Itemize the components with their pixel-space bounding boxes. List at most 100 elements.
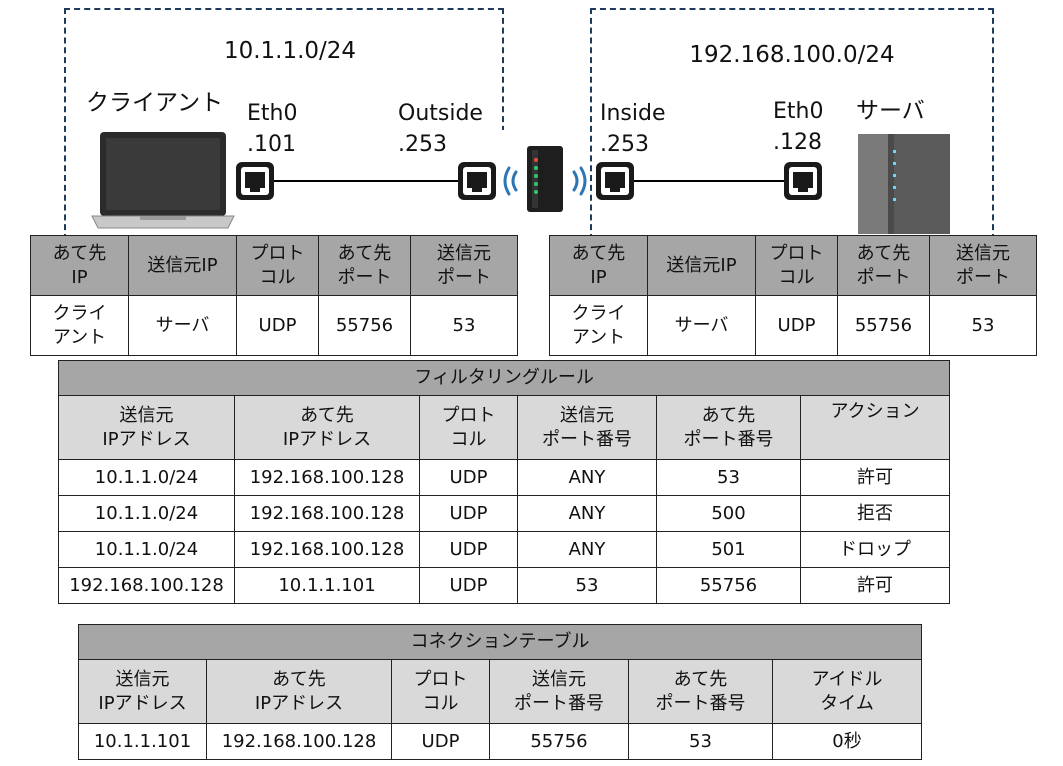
header-cell: 送信元 ポート: [410, 235, 518, 296]
table-cell: 192.168.100.128: [234, 531, 420, 568]
table-cell: 拒否: [799, 495, 951, 532]
table-cell: 10.1.1.0/24: [58, 495, 235, 532]
data-cell: UDP: [236, 295, 319, 356]
table-cell: 192.168.100.128: [58, 567, 235, 604]
data-cell: サーバ: [647, 295, 756, 356]
table-cell: 192.168.100.128: [206, 723, 392, 760]
left-network-zone: [64, 8, 504, 240]
data-cell: UDP: [755, 295, 838, 356]
data-cell: 55756: [837, 295, 930, 356]
table-cell: 500: [656, 495, 801, 532]
table-cell: UDP: [419, 495, 518, 532]
connection-table-header-row: 送信元 IPアドレス あて先 IPアドレス プロト コル 送信元 ポート番号 あ…: [78, 659, 923, 724]
table-cell: 10.1.1.0/24: [58, 459, 235, 496]
header-cell: プロト コル: [419, 395, 518, 460]
packet-data-row: クライ アント サーバ UDP 55756 53: [549, 295, 1037, 356]
filter-rules-title: フィルタリングルール: [57, 360, 951, 396]
table-row: 10.1.1.0/24 192.168.100.128 UDP ANY 53 許…: [58, 459, 951, 496]
packet-header-row: あて先 IP 送信元IP プロト コル あて先 ポート 送信元 ポート: [549, 235, 1037, 296]
table-row: 192.168.100.128 10.1.1.101 UDP 53 55756 …: [58, 567, 951, 604]
table-cell: UDP: [419, 567, 518, 604]
table-cell: 501: [656, 531, 801, 568]
header-cell: あて先 ポート番号: [628, 659, 773, 724]
header-cell: アクション: [799, 395, 951, 460]
server-port-label: Eth0 .128: [773, 99, 824, 155]
filter-rules-table: フィルタリングルール 送信元 IPアドレス あて先 IPアドレス プロト コル …: [57, 360, 951, 604]
header-cell: あて先 IPアドレス: [206, 659, 392, 724]
packet-table-right: あて先 IP 送信元IP プロト コル あて先 ポート 送信元 ポート クライ …: [549, 235, 1037, 356]
table-cell: UDP: [419, 459, 518, 496]
table-row: 10.1.1.101 192.168.100.128 UDP 55756 53 …: [78, 723, 923, 760]
header-cell: 送信元IP: [128, 235, 237, 296]
table-cell: UDP: [419, 531, 518, 568]
header-cell: あて先 IP: [549, 235, 648, 296]
network-diagram: [91, 132, 950, 234]
table-cell: 許可: [799, 567, 951, 604]
header-cell: あて先 ポート: [837, 235, 930, 296]
header-cell: 送信元IP: [647, 235, 756, 296]
filter-rules-title-row: フィルタリングルール: [57, 360, 951, 396]
laptop-icon: [91, 132, 235, 229]
ethernet-port-icon: [784, 162, 822, 200]
right-network-zone: [590, 8, 994, 240]
header-cell: あて先 ポート: [318, 235, 411, 296]
packet-header-row: あて先 IP 送信元IP プロト コル あて先 ポート 送信元 ポート: [30, 235, 518, 296]
table-cell: ANY: [517, 531, 657, 568]
left-subnet-label: 10.1.1.0/24: [223, 38, 357, 64]
packet-data-row: クライ アント サーバ UDP 55756 53: [30, 295, 518, 356]
table-cell: ANY: [517, 495, 657, 532]
packet-table-left: あて先 IP 送信元IP プロト コル あて先 ポート 送信元 ポート クライ …: [30, 235, 518, 356]
table-row: 10.1.1.0/24 192.168.100.128 UDP ANY 500 …: [58, 495, 951, 532]
header-cell: あて先 IPアドレス: [234, 395, 420, 460]
header-cell: 送信元 IPアドレス: [58, 395, 235, 460]
data-cell: 53: [929, 295, 1037, 356]
data-cell: クライ アント: [30, 295, 129, 356]
connection-table: コネクションテーブル 送信元 IPアドレス あて先 IPアドレス プロト コル …: [77, 624, 923, 760]
table-cell: 55756: [656, 567, 801, 604]
connection-table-title-row: コネクションテーブル: [77, 624, 923, 660]
ethernet-port-icon: [458, 162, 496, 200]
data-cell: 55756: [318, 295, 411, 356]
data-cell: クライ アント: [549, 295, 648, 356]
connection-table-title: コネクションテーブル: [77, 624, 923, 660]
filter-rules-header-row: 送信元 IPアドレス あて先 IPアドレス プロト コル 送信元 ポート番号 あ…: [58, 395, 951, 460]
table-cell: 53: [628, 723, 773, 760]
header-cell: プロト コル: [236, 235, 319, 296]
header-cell: 送信元 IPアドレス: [78, 659, 207, 724]
header-cell: プロト コル: [755, 235, 838, 296]
table-cell: ドロップ: [799, 531, 951, 568]
table-cell: 0秒: [771, 723, 923, 760]
table-cell: 10.1.1.0/24: [58, 531, 235, 568]
table-cell: 10.1.1.101: [234, 567, 420, 604]
header-cell: プロト コル: [391, 659, 490, 724]
table-row: 10.1.1.0/24 192.168.100.128 UDP ANY 501 …: [58, 531, 951, 568]
table-cell: 10.1.1.101: [78, 723, 207, 760]
router-outside-label: Outside .253: [398, 101, 483, 157]
client-port-label: Eth0 .101: [247, 101, 298, 157]
header-cell: アイドル タイム: [771, 659, 923, 724]
server-icon: [858, 134, 950, 234]
header-cell: 送信元 ポート番号: [517, 395, 657, 460]
header-cell: 送信元 ポート番号: [489, 659, 629, 724]
header-cell: 送信元 ポート: [929, 235, 1037, 296]
client-label: クライアント: [86, 90, 224, 116]
table-cell: 192.168.100.128: [234, 495, 420, 532]
router-inside-label: Inside .253: [600, 101, 666, 157]
table-cell: ANY: [517, 459, 657, 496]
table-cell: 192.168.100.128: [234, 459, 420, 496]
wireless-signal-icon: [503, 166, 587, 196]
table-cell: 55756: [489, 723, 629, 760]
table-cell: 53: [656, 459, 801, 496]
ethernet-port-icon: [236, 162, 274, 200]
table-cell: 許可: [799, 459, 951, 496]
router-icon: [527, 146, 563, 212]
header-cell: あて先 IP: [30, 235, 129, 296]
right-subnet-label: 192.168.100.0/24: [689, 42, 895, 68]
table-cell: UDP: [391, 723, 490, 760]
server-label: サーバ: [856, 98, 925, 124]
table-cell: 53: [517, 567, 657, 604]
data-cell: サーバ: [128, 295, 237, 356]
data-cell: 53: [410, 295, 518, 356]
ethernet-port-icon: [596, 162, 634, 200]
header-cell: あて先 ポート番号: [656, 395, 801, 460]
